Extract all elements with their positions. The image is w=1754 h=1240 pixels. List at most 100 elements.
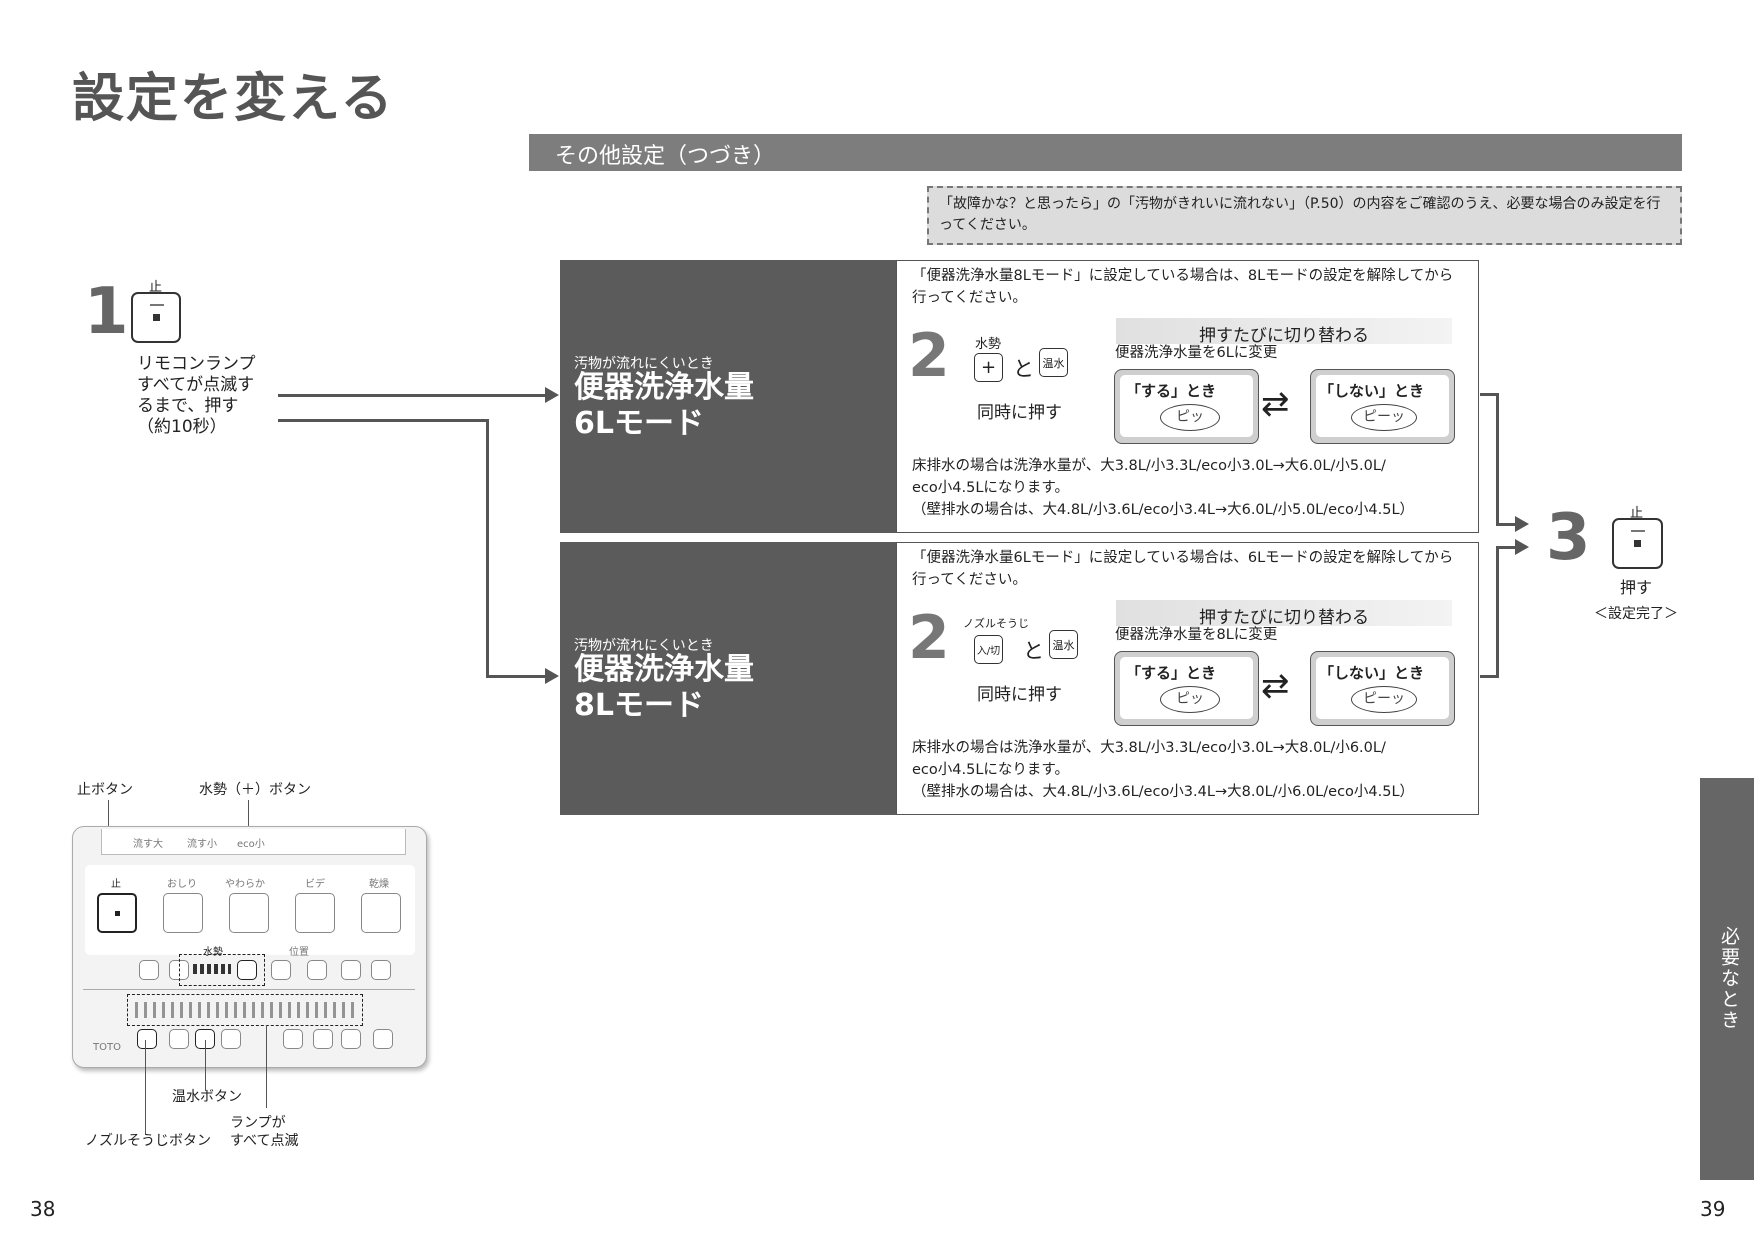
remote-power-button[interactable]	[371, 960, 391, 980]
nozzle-caption: ノズルそうじ	[963, 617, 1029, 630]
step-2-number: 2	[908, 321, 950, 391]
mode-6l-label-panel: 汚物が流れにくいとき 便器洗浄水量 6Lモード	[560, 260, 897, 533]
note-line: 床排水の場合は洗浄水量が、大3.8L/小3.3L/eco小3.0L→大8.0L/…	[912, 740, 1386, 756]
page-number-left: 38	[30, 1197, 56, 1221]
sound-bubble: ピーッ	[1351, 404, 1417, 431]
remote-dry-temp-button[interactable]	[221, 1029, 241, 1049]
remote-timer-button[interactable]	[313, 1029, 333, 1049]
arrow-right-icon	[545, 387, 559, 403]
intro-line: 「便器洗浄水量8Lモード」に設定している場合は、8Lモードの設定を解除してから	[912, 268, 1454, 284]
remote-level-meter	[193, 964, 231, 974]
toggle-off-label: 「しない」とき	[1319, 382, 1425, 400]
mode-note: 床排水の場合は洗浄水量が、大3.8L/小3.3L/eco小3.0L→大8.0L/…	[912, 737, 1414, 803]
remote-auto-button[interactable]	[283, 1029, 303, 1049]
note-line: （壁排水の場合は、大4.8L/小3.6L/eco小3.4L→大6.0L/小5.0…	[912, 502, 1415, 518]
arrow-right-icon	[1515, 516, 1529, 532]
warm-water-button[interactable]: 温水	[1049, 630, 1078, 659]
sound-bubble: ピーッ	[1351, 686, 1417, 713]
remote-soft-button[interactable]	[229, 893, 269, 933]
remote-eco-button[interactable]	[341, 1029, 361, 1049]
warm-water-button[interactable]: 温水	[1039, 348, 1068, 377]
connector-line	[1480, 393, 1499, 396]
connector-line	[1496, 393, 1499, 526]
remote-stop-caption: 止	[111, 879, 121, 890]
remote-dry-caption: 乾燥	[369, 879, 389, 890]
connector-line	[486, 675, 548, 678]
toggle-on-box: 「する」とき ピッ	[1114, 369, 1259, 444]
toggle-header: 押すたびに切り替わる	[1116, 318, 1452, 346]
page-number-right: 39	[1700, 1197, 1726, 1221]
press-together-text: 同時に押す	[977, 403, 1062, 423]
step-1-instruction: リモコンランプ すべてが点滅す るまで、押す （約10秒）	[137, 354, 256, 438]
step-3-number: 3	[1546, 501, 1591, 575]
stop-caption: 止	[1630, 506, 1644, 521]
toggle-off-box: 「しない」とき ピーッ	[1310, 369, 1455, 444]
setting-complete-text: ＜設定完了＞	[1594, 606, 1678, 622]
water-pressure-caption: 水勢	[975, 337, 1002, 352]
sound-bubble: ピッ	[1160, 686, 1220, 713]
sound-bubble: ピッ	[1160, 404, 1220, 431]
mode-title: 8Lモード	[574, 688, 704, 723]
mode-title: 便器洗浄水量	[574, 652, 754, 687]
side-index-tab[interactable]: 必要なとき	[1700, 778, 1754, 1180]
remote-stop-button[interactable]	[97, 893, 137, 933]
remote-rear-caption: おしり	[167, 879, 197, 890]
stop-button[interactable]	[131, 292, 181, 343]
connector-text: と	[1023, 639, 1044, 663]
stop-caption: 止	[149, 280, 163, 295]
arrow-right-icon	[545, 668, 559, 684]
remote-flush-large: 流す大	[133, 839, 163, 850]
change-text: 便器洗浄水量を6Lに変更	[1115, 345, 1278, 361]
connector-line	[486, 419, 489, 678]
callout-line	[145, 1040, 146, 1134]
remote-lamps	[135, 1002, 355, 1018]
lamps-highlight	[127, 994, 363, 1026]
water-plus-button[interactable]: +	[974, 353, 1003, 382]
remote-toilet-seat-button[interactable]	[169, 1029, 189, 1049]
remote-small-button[interactable]	[139, 960, 159, 980]
instruction-line: すべてが点滅す	[137, 375, 255, 395]
note-line: eco小4.5Lになります。	[912, 480, 1069, 496]
note-line: 床排水の場合は洗浄水量が、大3.8L/小3.3L/eco小3.0L→大6.0L/…	[912, 458, 1386, 474]
toggle-on-box: 「する」とき ピッ	[1114, 651, 1259, 726]
stop-button-callout: 止ボタン	[77, 782, 133, 798]
note-line: （壁排水の場合は、大4.8L/小3.6L/eco小3.4L→大8.0L/小6.0…	[912, 784, 1415, 800]
stop-icon	[152, 314, 160, 321]
remote-control: 流す大 流す小 eco小 止 おしり やわらか ビデ 乾燥 水勢 位置 TOTO	[72, 826, 427, 1068]
remote-setting-button[interactable]	[373, 1029, 393, 1049]
intro-line: 行ってください。	[912, 572, 1027, 588]
mode-intro: 「便器洗浄水量6Lモード」に設定している場合は、6Lモードの設定を解除してから …	[912, 547, 1453, 591]
mode-subtitle: 汚物が流れにくいとき	[574, 356, 714, 372]
water-level-highlight	[179, 954, 265, 986]
press-together-text: 同時に押す	[977, 685, 1062, 705]
connector-line	[1496, 546, 1499, 678]
change-text: 便器洗浄水量を8Lに変更	[1115, 627, 1278, 643]
mode-title: 6Lモード	[574, 406, 704, 441]
step-2-number: 2	[908, 603, 950, 673]
remote-plus-button[interactable]	[237, 960, 257, 980]
connector-line	[278, 419, 489, 422]
toggle-off-label: 「しない」とき	[1319, 664, 1425, 682]
mode-note: 床排水の場合は洗浄水量が、大3.8L/小3.3L/eco小3.0L→大6.0L/…	[912, 455, 1414, 521]
toggle-header: 押すたびに切り替わる	[1116, 600, 1452, 628]
remote-bidet-button[interactable]	[295, 893, 335, 933]
instruction-line: るまで、押す	[137, 396, 239, 416]
nozzle-button[interactable]: 入/切	[974, 635, 1003, 664]
remote-massage-button[interactable]	[341, 960, 361, 980]
callout-line	[205, 1040, 206, 1091]
warm-water-callout: 温水ボタン	[172, 1089, 242, 1105]
connector-line	[278, 394, 548, 397]
intro-line: 「便器洗浄水量6Lモード」に設定している場合は、6Lモードの設定を解除してから	[912, 550, 1454, 566]
callout-line	[266, 1025, 267, 1108]
toggle-arrows-icon: ⇄	[1261, 384, 1290, 424]
lamps-callout-line2: すべて点滅	[230, 1133, 299, 1149]
remote-rear-button[interactable]	[163, 893, 203, 933]
remote-position-up-button[interactable]	[271, 960, 291, 980]
remote-nozzle-button[interactable]	[137, 1029, 157, 1049]
toggle-off-box: 「しない」とき ピーッ	[1310, 651, 1455, 726]
remote-position-down-button[interactable]	[307, 960, 327, 980]
toggle-on-label: 「する」とき	[1126, 382, 1217, 400]
stop-button[interactable]	[1612, 518, 1663, 569]
section-header: その他設定（つづき）	[529, 134, 1682, 171]
remote-dry-button[interactable]	[361, 893, 401, 933]
